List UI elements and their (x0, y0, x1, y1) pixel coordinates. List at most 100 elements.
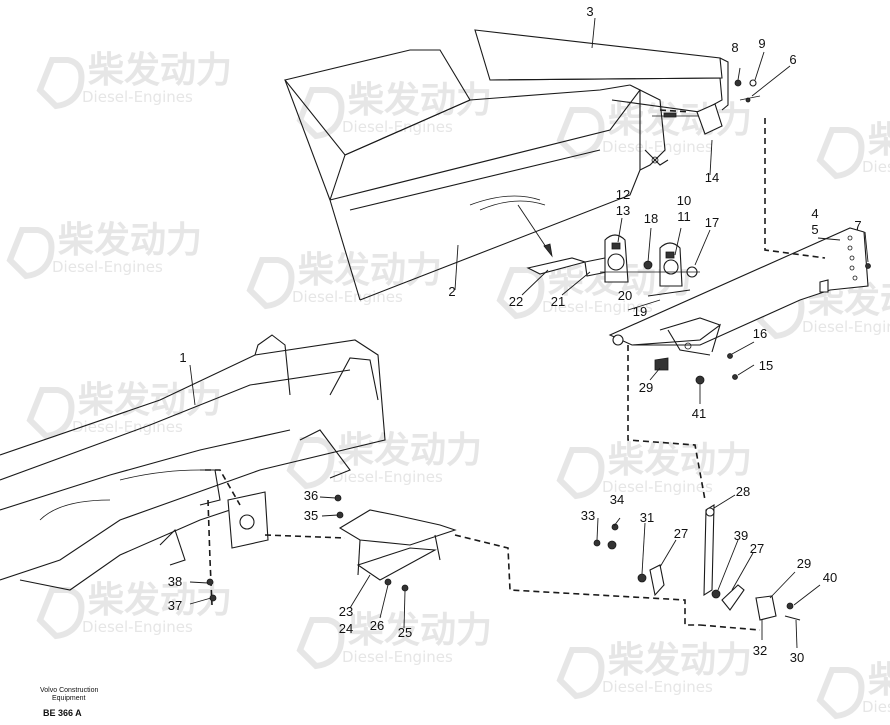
company-line-2: Equipment (52, 695, 86, 702)
part-label: 16 (753, 326, 767, 341)
part-label: 9 (758, 36, 765, 51)
watermark-sub: Diesel-Engines (342, 118, 453, 136)
watermark-logo-icon (6, 227, 55, 280)
stop-bracket (338, 509, 457, 592)
part-label: 26 (370, 618, 384, 633)
footer-block: Volvo Construction Equipment BE 366 A (40, 687, 98, 718)
watermark-sub: Diesel-Engines (342, 648, 453, 666)
watermark-logo-icon (556, 447, 605, 500)
watermark-brand: 柴发动力 (868, 120, 890, 161)
part-label: 30 (790, 650, 804, 665)
part-label: 3 (586, 4, 593, 19)
part-label: 40 (823, 570, 837, 585)
part-label: 35 (304, 508, 318, 523)
watermark-sub: Diesel-Engines (802, 318, 890, 336)
part-label: 13 (616, 203, 630, 218)
part-label: 25 (398, 625, 412, 640)
watermark-sub: Diesel-Engines (602, 138, 713, 156)
part-label: 29 (797, 556, 811, 571)
assembly-lines (205, 118, 826, 631)
part-label: 12 (616, 187, 630, 202)
stop-block (652, 103, 723, 135)
leader-lines (189, 17, 869, 649)
watermark-brand: 柴发动力 (338, 430, 482, 471)
chassis-frame (0, 334, 386, 591)
part-label: 23 (339, 604, 353, 619)
part-label: 19 (633, 304, 647, 319)
part-label: 34 (610, 492, 624, 507)
watermark-sub: Diesel-Engines (862, 698, 890, 716)
watermark-logo-icon (816, 667, 865, 720)
small-fasteners (206, 494, 601, 602)
part-label: 11 (677, 209, 691, 224)
watermark-logo-icon (36, 57, 85, 110)
watermark-sub: Diesel-Engines (52, 258, 163, 276)
part-label: 27 (674, 526, 688, 541)
watermark-sub: Diesel-Engines (292, 288, 403, 306)
part-label: 36 (304, 488, 318, 503)
part-label: 33 (581, 508, 595, 523)
part-label: 22 (509, 294, 523, 309)
watermark-brand: 柴发动力 (58, 220, 202, 261)
watermark-logo-icon (36, 587, 85, 640)
watermark-sub: Diesel-Engines (82, 88, 193, 106)
bracket-set (526, 234, 700, 287)
part-label: 10 (677, 193, 691, 208)
watermark-logo-icon (556, 107, 605, 160)
watermark-logo-icon (296, 87, 345, 140)
part-label: 15 (759, 358, 773, 373)
headboard-beam (474, 29, 729, 113)
watermark-brand: 柴发动力 (298, 250, 442, 291)
watermark-sub: Diesel-Engines (602, 678, 713, 696)
part-label: 39 (734, 528, 748, 543)
watermark-logo-icon (556, 647, 605, 700)
watermark-sub: Diesel-Engines (82, 618, 193, 636)
watermark-sub: Diesel-Engines (862, 158, 890, 176)
assembly-arrow (517, 204, 553, 258)
part-label: 4 (811, 206, 818, 221)
part-label: 31 (640, 510, 654, 525)
part-label: 17 (705, 215, 719, 230)
bolts-top (654, 79, 871, 385)
watermark-sub: Diesel-Engines (602, 478, 713, 496)
part-label: 5 (811, 222, 818, 237)
watermark-brand: 柴发动力 (868, 660, 890, 701)
support-arm (608, 227, 869, 356)
watermark-logo-icon (26, 387, 75, 440)
watermark-brand: 柴发动力 (608, 100, 752, 141)
part-label: 37 (168, 598, 182, 613)
watermark-sub: Diesel-Engines (542, 298, 653, 316)
watermark-brand: 柴发动力 (348, 610, 492, 651)
link-assembly (607, 503, 801, 621)
part-label: 41 (692, 406, 706, 421)
watermark-sub: Diesel-Engines (332, 468, 443, 486)
part-label: 28 (736, 484, 750, 499)
watermark-logo-icon (246, 257, 295, 310)
watermark-logo-icon (816, 127, 865, 180)
watermark-brand: 柴发动力 (608, 440, 752, 481)
dump-body (284, 49, 669, 301)
watermark-brand: 柴发动力 (88, 580, 232, 621)
part-label: 20 (618, 288, 632, 303)
part-label: 7 (854, 218, 861, 233)
part-label: 8 (731, 40, 738, 55)
watermark-brand: 柴发动力 (78, 380, 222, 421)
part-label: 38 (168, 574, 182, 589)
part-label: 14 (705, 170, 719, 185)
part-label: 6 (789, 52, 796, 67)
